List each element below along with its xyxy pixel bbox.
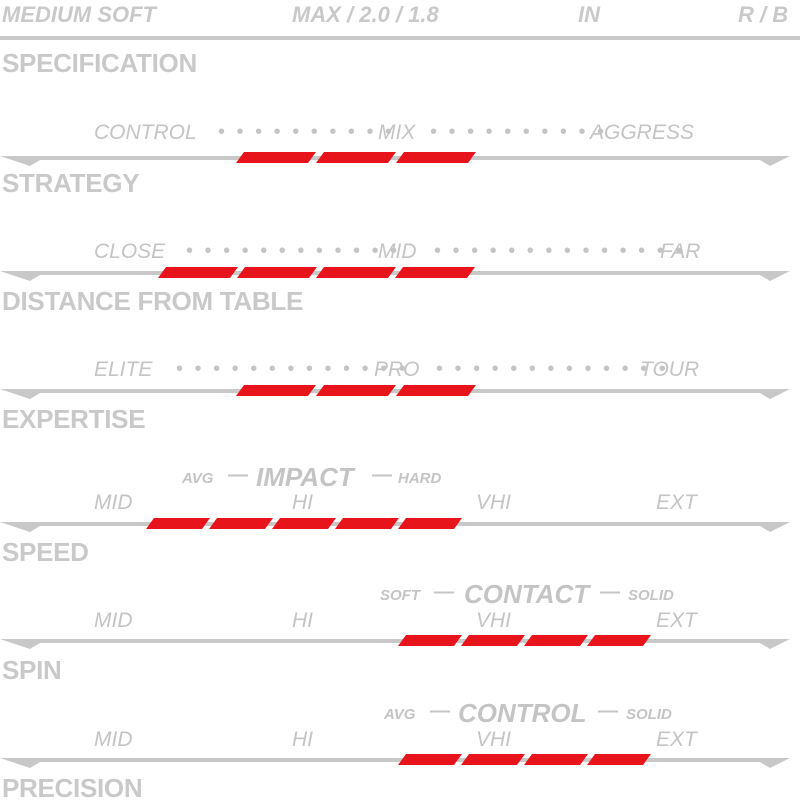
spin-sub-dash-left: — [434, 581, 454, 603]
precision-rating-segment [524, 754, 588, 765]
speed-sub-dash-left: — [228, 464, 248, 486]
strategy-left-label: CONTROL [94, 121, 197, 144]
distance-baseline [0, 271, 790, 281]
spin-rating-segment [398, 635, 462, 646]
color-value: R / B [738, 2, 789, 27]
spin-label-2: HI [292, 609, 313, 632]
precision-sub-dash-left: — [430, 700, 450, 722]
spin-baseline [0, 639, 790, 649]
distance-left-label: CLOSE [94, 240, 166, 263]
spin-rating-segment [587, 635, 651, 646]
precision-baseline [0, 758, 790, 768]
spin-sub-left: SOFT [380, 587, 420, 604]
distance-rating-segment [316, 267, 396, 278]
expertise-rating-segment [236, 385, 316, 396]
strategy-rating-segment [316, 152, 396, 163]
spin-label-4: EXT [656, 609, 697, 632]
distance-dots-left: • • • • • • • • • • • • [186, 240, 401, 262]
speed-sub-left: AVG [182, 470, 214, 487]
distance-rating-segment [237, 267, 317, 278]
precision-label-3: VHI [476, 728, 512, 751]
speed-sub-right: HARD [398, 470, 442, 487]
precision-sub-dash-right: — [598, 700, 618, 722]
speed-label-2: HI [292, 491, 313, 514]
spin-label-3: VHI [476, 609, 512, 632]
precision-sub-right: SOLID [626, 706, 672, 723]
precision-rating-segment [461, 754, 525, 765]
speed-sub-title: IMPACT [256, 462, 354, 492]
spin-label-1: MID [94, 609, 133, 632]
section-precision: PRECISION [2, 773, 143, 803]
section-strategy: STRATEGY [2, 168, 140, 198]
section-speed: SPEED [2, 537, 89, 567]
precision-rating-segment [587, 754, 651, 765]
expertise-right-label: TOUR [640, 358, 700, 381]
section-distance: DISTANCE FROM TABLE [2, 286, 303, 316]
distance-rating-segment [158, 267, 238, 278]
speed-label-3: VHI [476, 491, 512, 514]
strategy-rating-segment [236, 152, 316, 163]
thickness-value: MAX / 2.0 / 1.8 [292, 2, 439, 27]
strategy-right-label: AGGRESS [590, 121, 694, 144]
distance-rating-segment [395, 267, 475, 278]
precision-label-2: HI [292, 728, 313, 751]
precision-sub-left: AVG [384, 706, 416, 723]
precision-sub-title: CONTROL [458, 698, 587, 728]
speed-rating-segment [335, 518, 399, 529]
speed-sub-dash-right: — [372, 464, 392, 486]
spin-rating-segment [461, 635, 525, 646]
distance-mid-label: MID [378, 240, 417, 263]
expertise-rating-segment [316, 385, 396, 396]
section-expertise: EXPERTISE [2, 404, 146, 434]
expertise-rating-segment [396, 385, 476, 396]
strategy-mid-label: MIX [378, 121, 416, 144]
precision-label-4: EXT [656, 728, 697, 751]
expertise-baseline [0, 389, 790, 399]
strategy-dots-right: • • • • • • • • • • [430, 121, 608, 143]
precision-label-1: MID [94, 728, 133, 751]
speed-rating-segment [146, 518, 210, 529]
strategy-rating-segment [396, 152, 476, 163]
speed-label-1: MID [94, 491, 133, 514]
strategy-dots-left: • • • • • • • • • • [218, 121, 396, 143]
speed-rating-segment [398, 518, 462, 529]
precision-rating-segment [398, 754, 462, 765]
spin-sub-title: CONTACT [464, 579, 590, 609]
distance-right-label: FAR [660, 240, 701, 263]
section-specification: SPECIFICATION [2, 48, 197, 78]
expertise-left-label: ELITE [94, 358, 153, 381]
expertise-dots-left: • • • • • • • • • • • • • [176, 358, 409, 380]
speed-rating-segment [272, 518, 336, 529]
speed-label-4: EXT [656, 491, 697, 514]
header-divider [0, 36, 800, 40]
distance-dots-right: • • • • • • • • • • • • • • [434, 240, 686, 262]
expertise-mid-label: PRO [374, 358, 420, 381]
spin-rating-segment [524, 635, 588, 646]
spin-sub-right: SOLID [628, 587, 674, 604]
expertise-dots-right: • • • • • • • • • • • • • [436, 358, 669, 380]
hardness-value: MEDIUM SOFT [2, 2, 156, 27]
handle-value: IN [578, 2, 600, 27]
speed-rating-segment [209, 518, 273, 529]
spin-sub-dash-right: — [600, 581, 620, 603]
strategy-baseline [0, 156, 790, 166]
section-spin: SPIN [2, 655, 62, 685]
